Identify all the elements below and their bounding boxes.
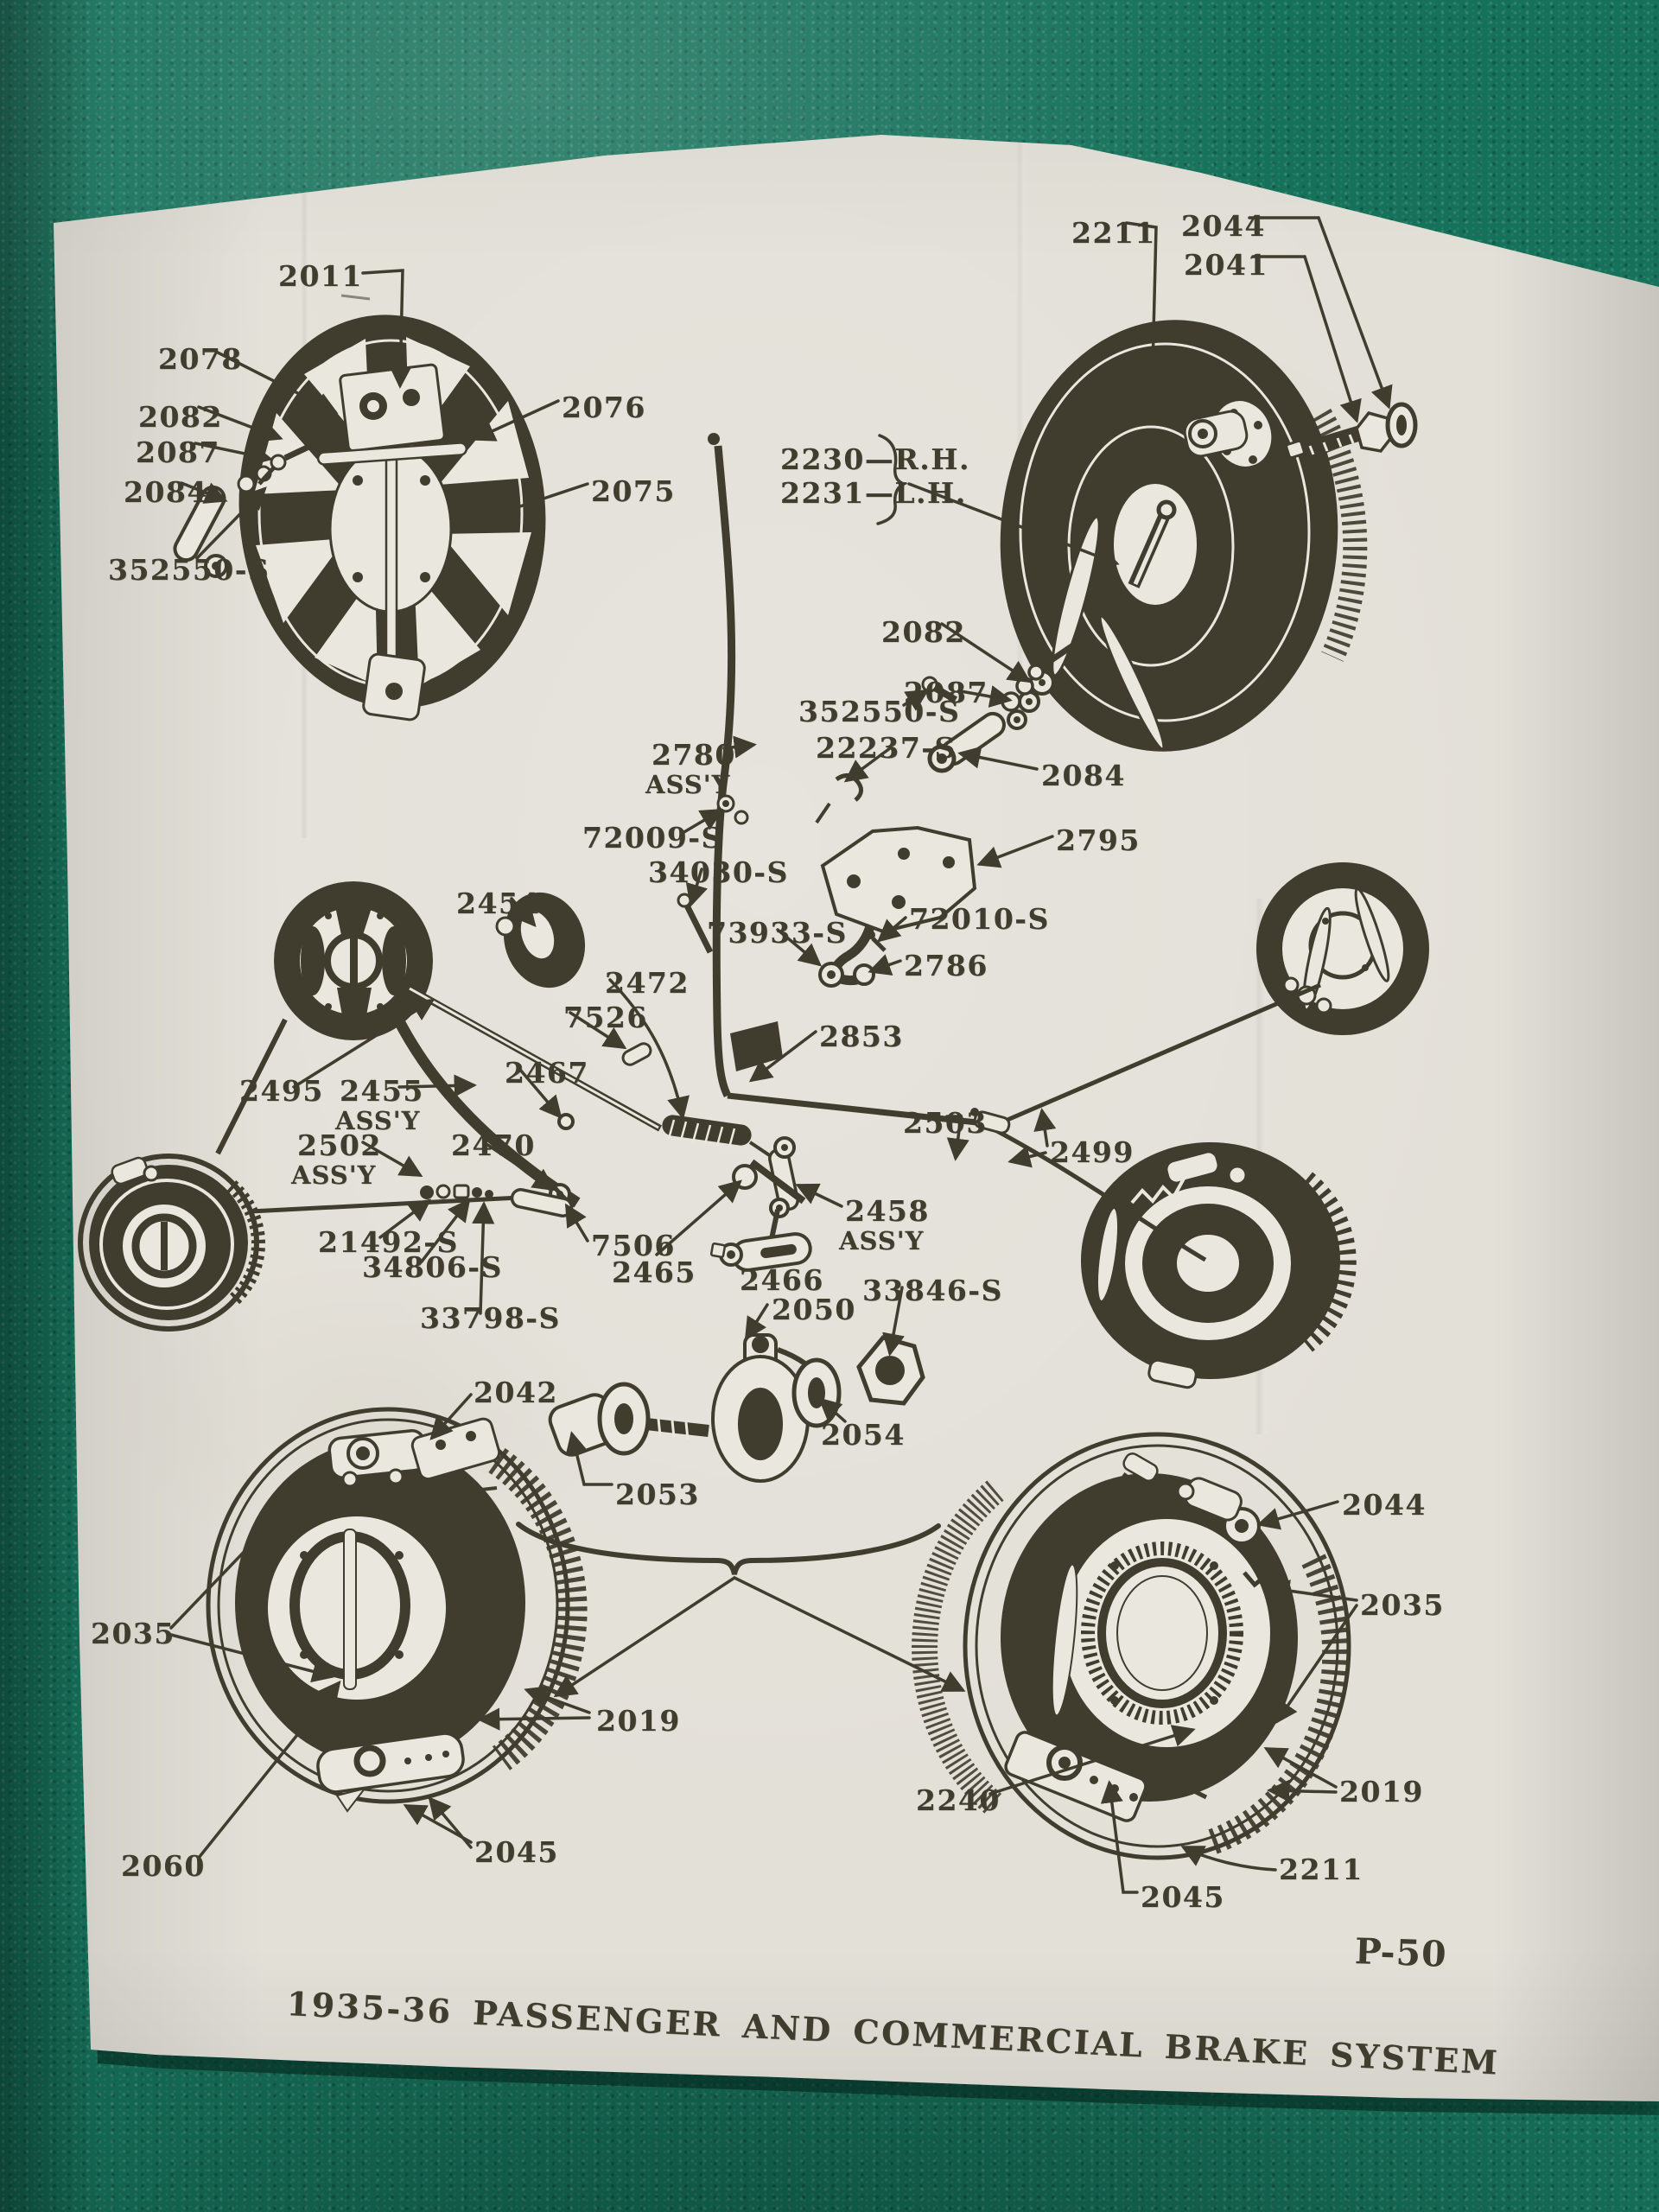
part-label-7526: 7526	[563, 1001, 648, 1034]
part-label-2084: 2084	[1041, 759, 1126, 792]
part-label-ass-y: ASS'Y	[839, 1226, 925, 1255]
part-label-2472: 2472	[605, 966, 690, 1000]
part-label-2060: 2060	[121, 1849, 206, 1883]
drawing-front-brake-drum-assembly	[206, 1407, 588, 1813]
part-label-34806-s: 34806-S	[362, 1250, 503, 1284]
drawing-rear-brake-drum-assembly	[912, 1432, 1351, 1860]
drawing-front-hub-drum	[78, 1154, 554, 1332]
part-label-2465: 2465	[612, 1255, 696, 1289]
part-label-2011: 2011	[278, 259, 363, 293]
part-label-2454: 2454	[456, 887, 541, 920]
drawing-pedal-and-rod-linkage	[388, 433, 1321, 1698]
part-label-2082: 2082	[138, 400, 223, 434]
part-label-2211: 2211	[1279, 1853, 1363, 1886]
part-label-34030-s: 34030-S	[648, 855, 789, 889]
part-label-352550-s: 352550-S	[798, 695, 961, 728]
part-label-352550-s: 352550-S	[108, 553, 270, 587]
part-label-2019: 2019	[596, 1704, 681, 1738]
part-label-72009-s: 72009-S	[582, 821, 723, 855]
part-label-2044: 2044	[1181, 209, 1266, 243]
part-label-2455: 2455	[340, 1074, 424, 1108]
part-label-ass-y: ASS'Y	[335, 1106, 421, 1135]
part-label-2502: 2502	[297, 1128, 382, 1162]
part-label-2467: 2467	[505, 1056, 589, 1090]
part-label-2230-r-h-: 2230—R.H.	[780, 442, 970, 476]
part-label-2042: 2042	[474, 1376, 558, 1409]
part-label-73933-s: 73933-S	[707, 916, 848, 950]
part-label-2035: 2035	[1360, 1588, 1445, 1622]
part-label-2087: 2087	[904, 676, 988, 709]
part-label-2470: 2470	[451, 1128, 536, 1162]
part-label-2019: 2019	[1339, 1775, 1424, 1808]
part-label-7506: 7506	[591, 1229, 676, 1262]
part-label-2050: 2050	[772, 1293, 856, 1326]
part-label-2786: 2786	[904, 949, 988, 982]
part-label-ass-y: ASS'Y	[645, 770, 731, 799]
part-label-2045: 2045	[474, 1835, 559, 1869]
part-label-2087: 2087	[136, 435, 220, 469]
part-label-2044: 2044	[1342, 1488, 1427, 1522]
part-label-21492-s: 21492-S	[318, 1225, 459, 1259]
part-label-2084: 2084	[124, 475, 208, 509]
drawing-rear-backing-plate-assembly	[1000, 320, 1418, 752]
part-label-2211: 2211	[1071, 216, 1156, 250]
part-label-2078: 2078	[158, 342, 243, 376]
part-label-33846-s: 33846-S	[862, 1274, 1003, 1307]
part-label-2231-l-h-: 2231—L.H.	[780, 476, 967, 510]
part-label-2495: 2495	[239, 1074, 324, 1108]
part-label-2082: 2082	[881, 615, 966, 649]
part-label-33798-s: 33798-S	[420, 1301, 561, 1335]
drawing-rear-hub-drum	[1081, 1142, 1357, 1389]
part-label-2076: 2076	[562, 391, 646, 424]
part-label-2458: 2458	[845, 1194, 930, 1228]
part-label-2503: 2503	[903, 1106, 988, 1140]
part-label-72010-s: 72010-S	[909, 902, 1050, 936]
part-label-2499: 2499	[1050, 1135, 1135, 1169]
part-label-2045: 2045	[1141, 1880, 1225, 1914]
part-label-2853: 2853	[819, 1020, 904, 1053]
part-label-2075: 2075	[591, 474, 676, 508]
drawing-brake-shoe-cluster-right	[1256, 862, 1429, 1035]
page-number: P-50	[1354, 1930, 1448, 1975]
part-label-2053: 2053	[615, 1478, 700, 1511]
part-label-2054: 2054	[821, 1418, 906, 1452]
part-label-2240: 2240	[916, 1783, 1001, 1817]
part-label-2041: 2041	[1184, 248, 1268, 282]
part-label-ass-y: ASS'Y	[291, 1160, 377, 1190]
part-label-22237-s: 22237-S	[816, 731, 957, 765]
callout-leader-lines	[169, 216, 1393, 1894]
part-label-2780: 2780	[652, 738, 736, 772]
drawing-brake-shoe-cluster-left	[215, 881, 433, 1155]
part-label-2466: 2466	[740, 1263, 824, 1297]
part-label-2795: 2795	[1056, 823, 1141, 857]
part-label-2035: 2035	[91, 1617, 175, 1650]
